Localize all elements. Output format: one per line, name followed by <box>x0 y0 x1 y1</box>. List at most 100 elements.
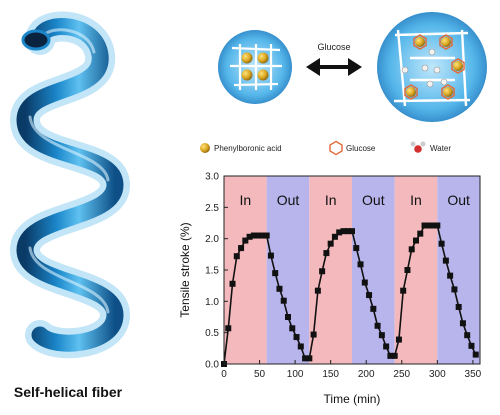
data-point <box>267 252 274 259</box>
phenylboronic-acid-dot <box>241 52 253 64</box>
water-molecules <box>401 48 448 88</box>
phase-label: Out <box>277 192 300 208</box>
data-point <box>468 342 475 349</box>
data-point <box>383 343 390 350</box>
phase-bands <box>224 176 480 364</box>
data-point <box>404 267 411 273</box>
data-point <box>464 332 471 339</box>
water-molecule-icon <box>410 141 426 153</box>
data-point <box>378 332 385 339</box>
data-point <box>263 232 270 239</box>
phenylboronic-acid-dot <box>257 69 269 81</box>
series-layer <box>221 222 479 367</box>
y-tick-label: 0.0 <box>205 360 219 371</box>
data-point <box>430 222 437 229</box>
data-point <box>242 237 249 244</box>
data-point <box>349 228 355 235</box>
data-point <box>302 355 309 362</box>
data-point <box>447 272 454 279</box>
phenylboronic-acid-dot <box>257 52 269 64</box>
helical-fiber-illustration: Self-helical fiber <box>9 11 131 400</box>
x-tick-label: 300 <box>429 369 446 380</box>
phase-band-in <box>224 176 267 364</box>
data-point <box>353 245 360 252</box>
data-point <box>327 240 334 247</box>
data-point <box>225 325 232 332</box>
data-point <box>370 305 377 312</box>
data-point <box>438 240 445 247</box>
x-tick-label: 350 <box>465 369 482 380</box>
legend-label-phenylboronic-acid: Phenylboronic acid <box>214 144 282 153</box>
data-point <box>310 331 317 338</box>
data-point <box>259 232 266 239</box>
data-point <box>357 261 364 268</box>
glucose-bound-sites <box>404 34 465 100</box>
glucose-response-schematic: Glucose <box>218 12 487 122</box>
data-point <box>246 233 253 240</box>
phase-labels: In Out In Out In Out <box>239 192 470 208</box>
data-point <box>238 245 245 252</box>
legend-label-glucose: Glucose <box>346 144 376 153</box>
phase-band-in <box>394 176 438 364</box>
data-point <box>314 287 321 294</box>
data-point <box>391 352 398 359</box>
data-point <box>472 351 479 358</box>
phase-label: In <box>410 192 422 208</box>
polymer-network-contracted <box>230 44 282 90</box>
y-tick-label: 3.0 <box>205 172 219 183</box>
data-point <box>276 285 283 292</box>
data-point <box>442 257 449 264</box>
data-point <box>451 286 458 293</box>
data-point <box>387 352 394 359</box>
data-point <box>344 228 351 235</box>
data-point <box>306 355 313 362</box>
data-point <box>250 232 257 239</box>
x-tick-label: 0 <box>221 369 227 380</box>
data-point <box>417 230 424 237</box>
data-point <box>361 279 368 286</box>
x-tick-label: 50 <box>254 369 266 380</box>
data-point <box>374 322 381 329</box>
y-tick-label: 2.0 <box>205 234 219 245</box>
y-tick-label: 1.0 <box>205 297 219 308</box>
phase-label: In <box>239 192 251 208</box>
legend-label-water: Water <box>430 144 451 153</box>
phase-label: Out <box>362 192 385 208</box>
x-tick-label: 100 <box>287 369 304 380</box>
data-point <box>255 232 262 239</box>
data-point <box>331 233 338 240</box>
data-point <box>434 222 441 229</box>
y-tick-label: 1.5 <box>205 266 219 277</box>
data-point <box>395 336 402 343</box>
data-point <box>297 343 304 350</box>
x-tick-label: 150 <box>322 369 339 380</box>
x-axis-label: Time (min) <box>324 392 381 406</box>
data-point <box>319 268 326 275</box>
hydrogel-swollen <box>377 12 487 122</box>
double-arrow-icon <box>306 58 362 76</box>
arrow-label: Glucose <box>317 42 350 52</box>
phase-band-out <box>437 176 480 364</box>
data-point <box>289 325 296 332</box>
data-point <box>285 314 291 320</box>
data-point <box>323 250 330 257</box>
data-point <box>459 320 466 327</box>
fiber-coil <box>16 18 124 352</box>
data-point <box>413 237 419 244</box>
fiber-end-opening <box>21 29 51 51</box>
phase-label: In <box>325 192 337 208</box>
plot-frame <box>223 175 481 365</box>
data-point <box>293 334 300 341</box>
phenylboronic-acid-icon <box>200 143 210 153</box>
data-point <box>272 270 279 277</box>
data-point <box>233 253 240 260</box>
schematic-legend: Phenylboronic acid Glucose Water <box>200 140 451 156</box>
figure-caption: Self-helical fiber <box>14 384 123 400</box>
phenylboronic-acid-dot <box>241 69 253 81</box>
data-point <box>280 297 287 304</box>
phase-label: Out <box>447 192 470 208</box>
y-tick-label: 0.5 <box>205 328 219 339</box>
